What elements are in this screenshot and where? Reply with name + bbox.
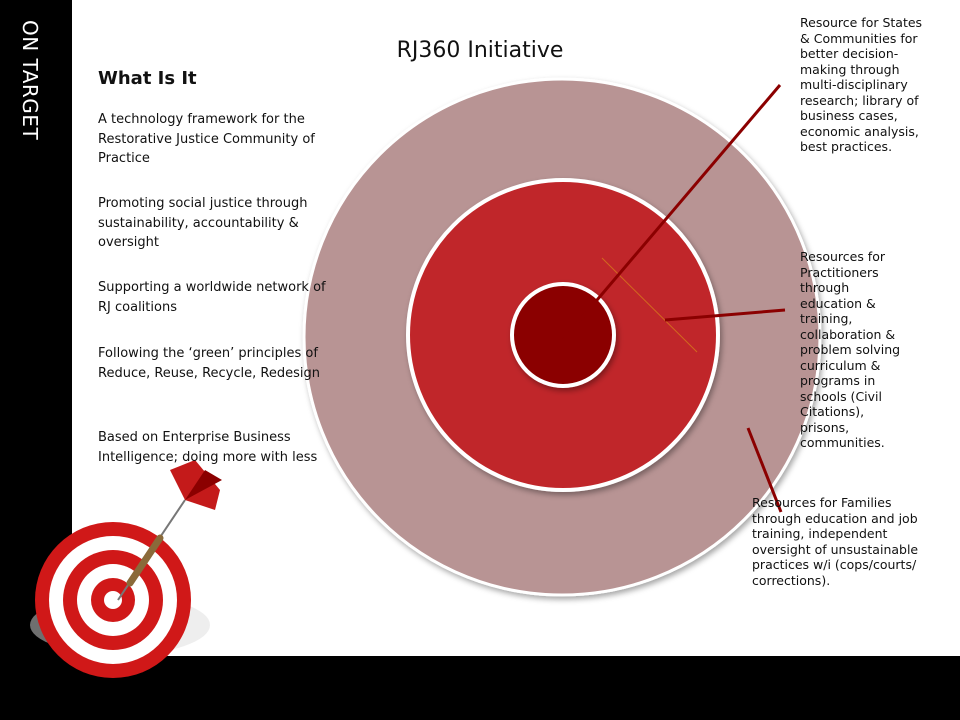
bullet-text: Supporting a worldwide network of RJ coa… <box>98 280 326 315</box>
bullet-text: Based on Enterprise Business Intelligenc… <box>98 430 318 465</box>
section-heading: What Is It <box>98 68 197 89</box>
bullet-text: A technology framework for the Restorati… <box>98 112 315 166</box>
states-note: Resource for States & Communities for be… <box>800 15 923 154</box>
bullet-text: Following the ‘green’ principles of Redu… <box>98 346 320 381</box>
bottom-band <box>0 656 960 720</box>
practitioners-note: Resources for Practitioners through educ… <box>800 249 901 450</box>
sidebar: ON TARGET <box>0 0 72 656</box>
sidebar-title: ON TARGET <box>18 20 42 141</box>
bullet-text: Promoting social justice through sustain… <box>98 196 308 250</box>
pointer-practitioners <box>664 308 786 322</box>
dartboard-icon <box>30 522 210 678</box>
pointer-families <box>746 427 783 513</box>
page-title: RJ360 Initiative <box>396 38 564 63</box>
dart-icon <box>117 460 222 601</box>
families-note: Resources for Families through education… <box>752 495 919 588</box>
pointer-states <box>561 84 782 341</box>
